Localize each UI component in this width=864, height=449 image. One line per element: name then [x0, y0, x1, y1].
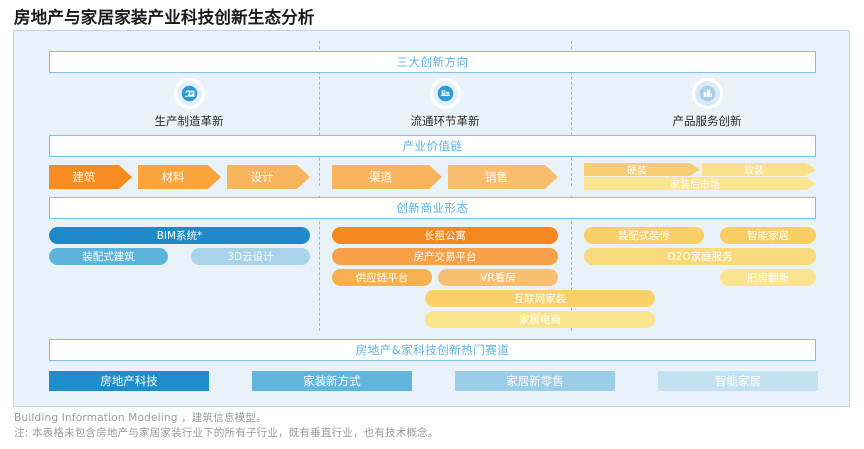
business-form-pill[interactable]: 装配式装修 [584, 227, 704, 244]
band-value-chain: 产业价值链 [49, 135, 816, 157]
business-form-pill[interactable]: 家居电商 [425, 311, 655, 328]
circulation-icon [432, 81, 458, 106]
column-separator-1b [319, 196, 320, 331]
business-form-pill[interactable]: 供应链平台 [332, 269, 432, 286]
band-business-forms: 创新商业形态 [49, 197, 816, 219]
hot-track-chip[interactable]: 家装新方式 [252, 371, 412, 391]
band-directions: 三大创新方向 [49, 51, 816, 73]
footnote-bim: Building Information Modeling ，建筑信息模型。 [14, 412, 267, 424]
business-form-label: BIM系统* [156, 230, 203, 242]
business-form-pill[interactable]: 装配式建筑 [49, 248, 168, 265]
value-chain-arrow-label: 渠道 [369, 170, 392, 184]
value-chain-arrow-label: 硬装 [627, 166, 647, 177]
band-hot-tracks: 房地产&家科技创新热门赛道 [49, 339, 816, 361]
hot-track-chip[interactable]: 家居新零售 [455, 371, 615, 391]
business-form-pill[interactable]: VR看房 [438, 269, 558, 286]
value-chain-arrow-construction[interactable]: 建筑 [49, 165, 132, 189]
footnote-note: 注: 本表格未包含房地产与家居家装行业下的所有子行业，既有垂直行业，也有技术概念… [14, 427, 439, 439]
value-chain-arrow-label: 设计 [250, 170, 274, 184]
hot-track-label: 家装新方式 [303, 374, 361, 388]
direction-label-1: 生产制造革新 [154, 114, 224, 128]
business-form-pill[interactable]: 房产交易平台 [332, 248, 558, 265]
value-chain-arrow-sales[interactable]: 销售 [448, 165, 558, 189]
value-chain-arrow-label: 建筑 [72, 170, 96, 184]
hot-track-label: 房地产科技 [100, 374, 158, 388]
band-business-forms-label: 创新商业形态 [396, 201, 469, 215]
business-form-label: 装配式装修 [617, 230, 671, 242]
direction-label-3: 产品服务创新 [672, 114, 742, 128]
column-separator-2 [571, 41, 572, 186]
direction-item-3[interactable]: 产品服务创新 [632, 81, 782, 129]
business-form-label: 智能家居 [747, 230, 789, 242]
hot-track-label: 家居新零售 [506, 374, 564, 388]
value-chain-arrow-label: 家装后市场 [670, 180, 720, 191]
value-chain-arrow-hard-decor[interactable]: 硬装 [584, 163, 700, 176]
direction-item-1[interactable]: 生产制造革新 [114, 81, 264, 129]
value-chain-arrow-label: 材料 [161, 170, 185, 184]
hot-track-chip[interactable]: 房地产科技 [49, 371, 209, 391]
product-service-icon [694, 81, 720, 106]
value-chain-arrow-label: 软装 [744, 166, 764, 177]
business-form-label: 装配式建筑 [82, 251, 135, 263]
value-chain-arrow-design[interactable]: 设计 [227, 165, 310, 189]
business-form-label: 3D云设计 [227, 251, 274, 263]
business-form-label: 旧房翻新 [747, 272, 789, 284]
value-chain-arrow-label: 销售 [485, 170, 508, 184]
business-form-label: 房产交易平台 [413, 251, 477, 263]
band-value-chain-label: 产业价值链 [402, 139, 463, 153]
business-form-label: 供应链平台 [355, 272, 409, 284]
value-chain-arrow-soft-decor[interactable]: 软装 [702, 163, 816, 176]
value-chain-arrow-material[interactable]: 材料 [138, 165, 221, 189]
direction-item-2[interactable]: 流通环节革新 [370, 81, 520, 129]
column-separator-1 [319, 41, 320, 186]
business-form-pill[interactable]: O2O家庭服务 [584, 248, 816, 265]
diagram-panel: 三大创新方向 生产制造革新 [13, 30, 850, 407]
value-chain-arrow-after-market[interactable]: 家装后市场 [584, 177, 816, 190]
manufacturing-icon [176, 81, 202, 106]
business-form-pill[interactable]: 互联网家装 [425, 290, 655, 307]
value-chain-arrow-channel[interactable]: 渠道 [332, 165, 442, 189]
business-form-label: O2O家庭服务 [667, 251, 733, 263]
direction-label-2: 流通环节革新 [410, 114, 480, 128]
hot-track-chip[interactable]: 智能家居 [658, 371, 818, 391]
business-form-pill[interactable]: BIM系统* [49, 227, 310, 244]
business-form-pill[interactable]: 旧房翻新 [720, 269, 816, 286]
business-form-label: 互联网家装 [513, 293, 567, 305]
band-directions-label: 三大创新方向 [396, 55, 469, 69]
page-title: 房地产与家居家装产业科技创新生态分析 [14, 8, 315, 27]
business-form-label: VR看房 [480, 272, 516, 284]
business-form-pill[interactable]: 智能家居 [720, 227, 816, 244]
band-hot-tracks-label: 房地产&家科技创新热门赛道 [355, 343, 510, 357]
hot-track-label: 智能家居 [715, 374, 761, 388]
business-form-pill[interactable]: 长租公寓 [332, 227, 558, 244]
business-form-label: 家居电商 [519, 314, 561, 326]
column-separator-2b [571, 196, 572, 331]
business-form-label: 长租公寓 [424, 230, 466, 242]
business-form-pill[interactable]: 3D云设计 [191, 248, 310, 265]
